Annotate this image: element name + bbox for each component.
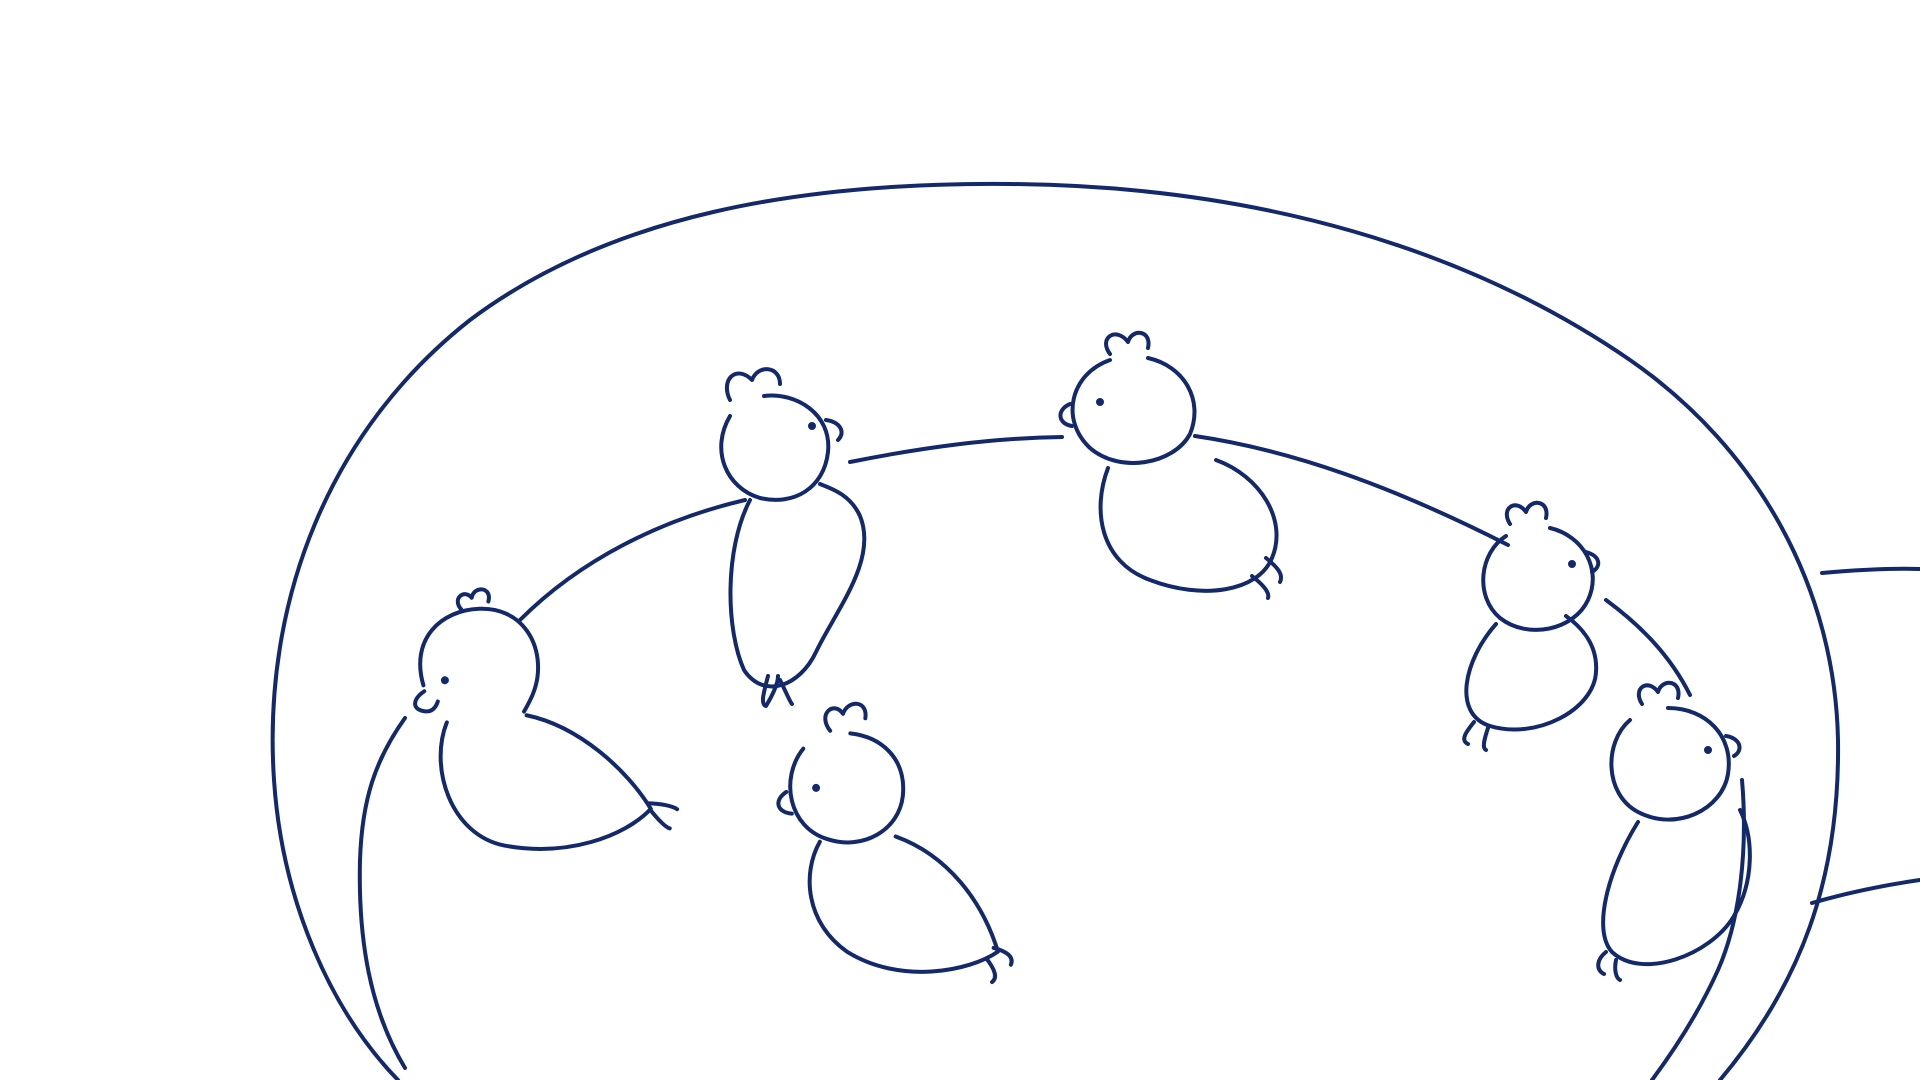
inner-rim-segment-4 bbox=[1604, 598, 1692, 697]
chick-5-head bbox=[1481, 526, 1595, 632]
chick-3-comb bbox=[1104, 331, 1151, 356]
chick-6-head bbox=[1609, 706, 1731, 822]
chick-1-comb bbox=[455, 587, 491, 612]
chick-5-comb bbox=[1504, 501, 1549, 526]
chick-1-body bbox=[438, 713, 653, 851]
pan-handle-bottom bbox=[1810, 878, 1920, 905]
chick-5-beak bbox=[1584, 550, 1601, 574]
chick-6-comb bbox=[1636, 681, 1681, 706]
inner-rim-segment-1 bbox=[518, 498, 747, 622]
chick-3-feet bbox=[1250, 556, 1283, 600]
pan-inner-rim bbox=[357, 434, 1746, 1080]
chick-6 bbox=[1596, 681, 1752, 982]
chick-3-eye bbox=[1096, 398, 1104, 406]
chick-1-beak bbox=[413, 689, 440, 714]
pan-outline bbox=[270, 181, 1920, 1080]
chick-2-head bbox=[719, 393, 831, 502]
chick-1-head bbox=[418, 606, 541, 714]
chick-5 bbox=[1462, 501, 1601, 752]
chick-3-body bbox=[1098, 458, 1279, 593]
chick-3 bbox=[1058, 331, 1283, 600]
chick-5-feet bbox=[1462, 720, 1490, 752]
chick-4-beak bbox=[776, 789, 794, 816]
chick-4-head bbox=[788, 731, 906, 845]
chick-2-feet bbox=[760, 674, 794, 708]
chick-5-body bbox=[1464, 614, 1599, 732]
chick-6-eye bbox=[1704, 746, 1712, 754]
chick-5-eye bbox=[1568, 560, 1576, 568]
chick-4-body bbox=[807, 834, 1000, 974]
chick-1-feet bbox=[646, 801, 680, 831]
chick-4-feet bbox=[984, 945, 1014, 985]
chick-4-eye bbox=[812, 783, 821, 792]
chick-2-comb bbox=[724, 367, 782, 402]
chick-6-feet bbox=[1596, 950, 1622, 982]
chick-2-beak bbox=[824, 418, 844, 442]
inner-rim-segment-3 bbox=[1193, 434, 1510, 547]
chick-4 bbox=[776, 701, 1014, 985]
inner-rim-segment-2 bbox=[848, 435, 1064, 464]
chick-6-beak bbox=[1724, 734, 1742, 758]
inner-rim-right bbox=[1650, 778, 1746, 1080]
chick-1 bbox=[413, 587, 680, 851]
chick-2 bbox=[719, 367, 867, 708]
chick-4-comb bbox=[823, 701, 868, 733]
chick-3-beak bbox=[1058, 402, 1074, 428]
chick-6-body bbox=[1601, 808, 1752, 967]
chick-3-head bbox=[1070, 356, 1197, 465]
chick-1-eye bbox=[440, 676, 449, 685]
pan-outer-rim bbox=[270, 181, 1841, 1080]
chick-2-eye bbox=[808, 422, 816, 430]
pan-handle-top bbox=[1820, 566, 1920, 575]
inner-rim-left bbox=[357, 716, 407, 1070]
chick-2-body bbox=[728, 482, 867, 689]
